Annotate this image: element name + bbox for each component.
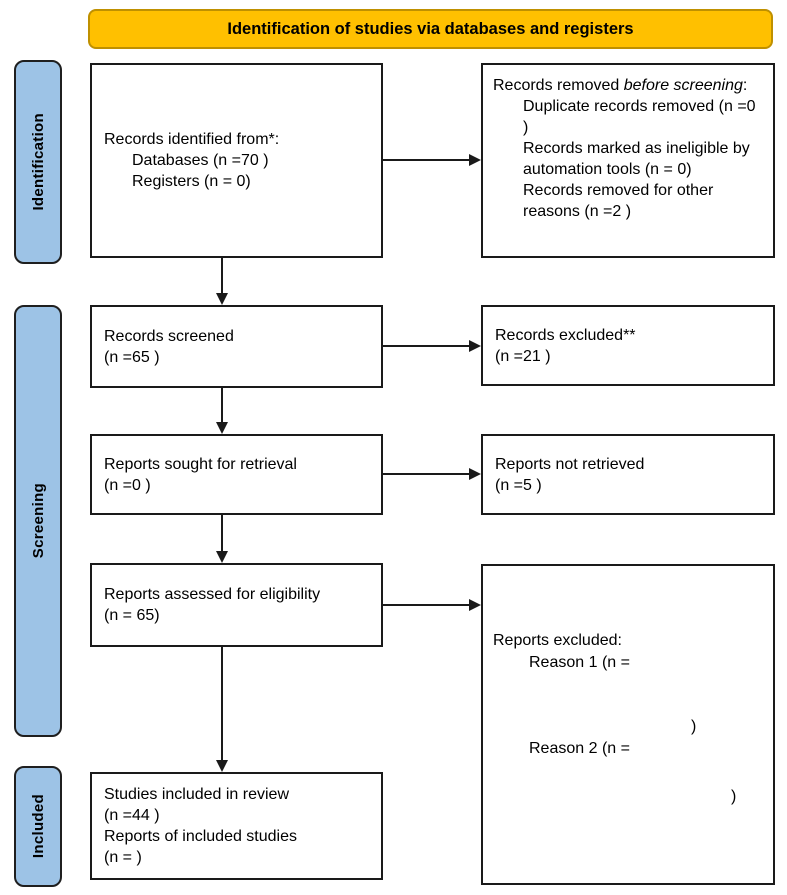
- reports-excluded-reason2: Reason 2 (n =: [529, 740, 630, 757]
- box-reports-excluded: Reports excluded: Reason 1 (n = ) Reason…: [481, 564, 775, 885]
- stage-included-label: Included: [29, 794, 47, 859]
- arrow-assessed-to-included-line: [221, 647, 223, 761]
- arrow-assessed-to-included-head-icon: [216, 760, 228, 772]
- arrow-identified-to-screened-head-icon: [216, 293, 228, 305]
- box-records-identified: Records identified from*: Databases (n =…: [90, 63, 383, 258]
- records-screened-line1: Records screened: [104, 327, 234, 345]
- stage-identification: Identification: [14, 60, 62, 264]
- studies-included-line4: (n = ): [104, 849, 142, 866]
- box-records-excluded: Records excluded** (n =21 ): [481, 305, 775, 386]
- box-records-screened: Records screened (n =65 ): [90, 305, 383, 388]
- records-removed-other: Records removed for other reasons (n =2 …: [523, 182, 714, 220]
- arrow-sought-to-assessed-head-icon: [216, 551, 228, 563]
- banner-label: Identification of studies via databases …: [227, 19, 634, 38]
- records-removed-title-suffix: :: [742, 77, 748, 94]
- arrow-screened-to-sought-head-icon: [216, 422, 228, 434]
- stage-screening: Screening: [14, 305, 62, 737]
- box-reports-not-retrieved: Reports not retrieved (n =5 ): [481, 434, 775, 515]
- reports-not-retrieved-line1: Reports not retrieved: [495, 455, 645, 473]
- records-removed-automation: Records marked as ineligible by automati…: [523, 140, 750, 178]
- reports-excluded-reason1-close: ): [691, 718, 697, 735]
- reports-assessed-line2: (n = 65): [104, 607, 160, 624]
- studies-included-line2: (n =44 ): [104, 807, 160, 824]
- arrow-screened-to-excluded-line: [383, 345, 470, 347]
- box-reports-assessed: Reports assessed for eligibility (n = 65…: [90, 563, 383, 647]
- stage-included: Included: [14, 766, 62, 887]
- records-removed-title-prefix: Records removed: [493, 77, 624, 94]
- box-studies-included: Studies included in review (n =44 ) Repo…: [90, 772, 383, 880]
- arrow-screened-to-sought-line: [221, 388, 223, 423]
- arrow-assessed-to-reportsexcluded-head-icon: [469, 599, 481, 611]
- box-records-removed: Records removed before screening: Duplic…: [481, 63, 775, 258]
- records-removed-duplicates: Duplicate records removed (n =0 ): [523, 98, 756, 136]
- reports-assessed-line1: Reports assessed for eligibility: [104, 586, 321, 603]
- arrow-sought-to-notretrieved-head-icon: [469, 468, 481, 480]
- arrow-identified-to-removed-line: [383, 159, 470, 161]
- arrow-sought-to-notretrieved-line: [383, 473, 470, 475]
- arrow-assessed-to-reportsexcluded-line: [383, 604, 470, 606]
- reports-excluded-reason1: Reason 1 (n =: [529, 654, 630, 671]
- records-removed-title-italic: before screening: [623, 77, 743, 94]
- banner-identification-via-databases: Identification of studies via databases …: [88, 9, 773, 49]
- reports-sought-line1: Reports sought for retrieval: [104, 455, 297, 473]
- arrow-identified-to-screened-line: [221, 258, 223, 294]
- records-identified-databases: Databases (n =70 ): [132, 152, 269, 169]
- arrow-screened-to-excluded-head-icon: [469, 340, 481, 352]
- stage-screening-label: Screening: [29, 483, 47, 559]
- reports-not-retrieved-line2: (n =5 ): [495, 476, 542, 494]
- stage-identification-label: Identification: [29, 113, 47, 211]
- arrow-sought-to-assessed-line: [221, 515, 223, 552]
- records-excluded-line1: Records excluded**: [495, 326, 636, 344]
- records-removed-title: Records removed before screening:: [493, 75, 765, 96]
- box-reports-sought: Reports sought for retrieval (n =0 ): [90, 434, 383, 515]
- records-identified-title: Records identified from*:: [104, 131, 280, 148]
- records-excluded-line2: (n =21 ): [495, 347, 551, 365]
- reports-sought-line2: (n =0 ): [104, 476, 151, 494]
- studies-included-line3: Reports of included studies: [104, 828, 297, 845]
- arrow-identified-to-removed-head-icon: [469, 154, 481, 166]
- records-screened-line2: (n =65 ): [104, 348, 160, 366]
- reports-excluded-reason2-close: ): [731, 788, 737, 805]
- records-identified-registers: Registers (n = 0): [132, 173, 251, 190]
- reports-excluded-title: Reports excluded:: [493, 632, 622, 649]
- studies-included-line1: Studies included in review: [104, 786, 289, 803]
